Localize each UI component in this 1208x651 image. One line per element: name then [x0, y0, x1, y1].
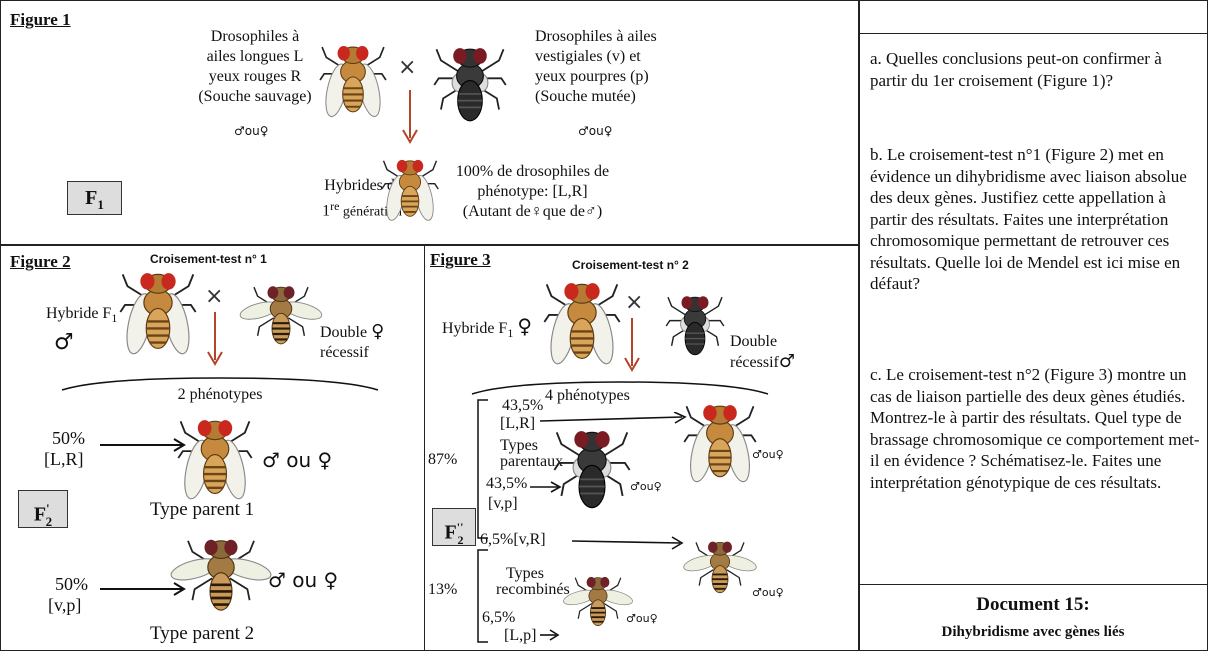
fig3-vp-arrow [530, 480, 564, 494]
figure-1-title: Figure 1 [10, 10, 71, 30]
fig2-phenotype-count: 2 phénotypes [150, 385, 290, 405]
fig3-lp-fly [560, 556, 636, 648]
f2-prime-label: F'2 [18, 490, 68, 528]
fig2-double-recessive-label: Double ♀ récessif [320, 322, 384, 363]
fig3-hybrid-fly [542, 272, 622, 372]
fig2-p1-phenotype: [L,R] [44, 449, 84, 469]
document-title: Document 15: [858, 594, 1208, 616]
questions-top-rule [858, 33, 1208, 34]
down-arrow [400, 90, 420, 146]
fig3-vr-fly [680, 522, 760, 614]
fig3-phenotype-count: 4 phénotypes [545, 386, 630, 406]
fig3-vp-percent: 43,5% [486, 474, 527, 494]
fig3-lp-phenotype: [L,p] [504, 626, 536, 646]
fig2-male-symbol: ♂ [54, 330, 74, 355]
questions-panel [858, 0, 1208, 651]
fig3-double-recessive-label: Double récessif♂ [730, 332, 795, 373]
f2-double-prime-label: F''2 [432, 508, 476, 546]
cross-symbol: × [398, 55, 416, 80]
mutant-fly [432, 30, 508, 140]
fig2-down-arrow [205, 312, 225, 368]
fig3-lp-percent: 6,5% [482, 608, 515, 628]
fig2-p1-arrow [100, 438, 188, 452]
fig2-type-parent-2: Type parent 2 [150, 624, 254, 644]
fig2-hybrid-label: Hybride F1 [46, 304, 117, 328]
fig3-vp-fly [552, 420, 632, 520]
fig2-p2-sex: ♂ ou ♀ [268, 570, 338, 590]
wild-sex-symbols: ♂ou♀ [234, 124, 269, 138]
wild-type-fly [318, 30, 388, 130]
fig3-lp-sex: ♂ou♀ [626, 612, 658, 625]
mutant-sex-symbols: ♂ou♀ [578, 124, 613, 138]
fig3-lr-sex: ♂ou♀ [752, 448, 784, 461]
fig3-parental-percent: 87% [428, 450, 457, 470]
question-c: c. Le croisement-test n°2 (Figure 3) mon… [870, 364, 1206, 493]
fig2-p2-phenotype: [v,p] [48, 595, 81, 615]
fig3-lr-percent: 43,5% [502, 396, 543, 416]
fig2-hybrid-fly [118, 262, 198, 362]
fig3-lr-fly [682, 394, 758, 490]
figure-3-subtitle: Croisement-test n° 2 [572, 258, 689, 272]
fig2-p2-percent: 50% [55, 574, 88, 594]
wild-strain-description: Drosophiles à ailes longues L yeux rouge… [175, 27, 335, 107]
question-b: b. Le croisement-test n°1 (Figure 2) met… [870, 144, 1200, 295]
question-a: a. Quelles conclusions peut-on confirmer… [870, 48, 1190, 91]
figure-2-title: Figure 2 [10, 252, 71, 272]
fig2-type-parent-2-fly [166, 526, 276, 626]
fig3-recombined-percent: 13% [428, 580, 457, 600]
fig3-double-recessive-fly [650, 276, 740, 376]
mutant-strain-description: Drosophiles à ailes vestigiales (v) et y… [535, 27, 705, 107]
document-subtitle: Dihybridisme avec gènes liés [858, 624, 1208, 641]
fig3-vp-phenotype: [v,p] [488, 494, 518, 514]
fig2-double-recessive-fly [236, 266, 326, 366]
fig3-vr-label: 6,5%[v,R] [480, 530, 546, 550]
figure-3-title: Figure 3 [430, 250, 491, 270]
f1-result: 100% de drosophiles de phénotype: [L,R] … [430, 162, 635, 222]
fig3-recombines-label: Types recombinés [496, 566, 570, 598]
fig2-type-parent-1: Type parent 1 [150, 500, 254, 520]
fig3-vr-arrow [572, 536, 688, 550]
fig3-vp-sex: ♂ou♀ [630, 480, 662, 493]
fig2-p1-sex: ♂ ou ♀ [262, 450, 332, 470]
fig3-lp-arrow [540, 628, 562, 642]
f1-label: F1 [67, 181, 122, 215]
fig2-cross-symbol: × [205, 284, 223, 309]
document-title-divider [858, 584, 1208, 585]
fig3-lr-phenotype: [L,R] [500, 414, 535, 434]
fig2-type-parent-1-fly [176, 412, 254, 504]
fig2-p2-arrow [100, 582, 188, 596]
fig2-p1-percent: 50% [52, 428, 85, 448]
fig3-hybrid-label: Hybride F1 ♀ [442, 316, 532, 343]
fig3-vr-sex: ♂ou♀ [752, 586, 784, 599]
fig3-cross-symbol: × [625, 290, 643, 315]
fig3-down-arrow [622, 318, 642, 374]
